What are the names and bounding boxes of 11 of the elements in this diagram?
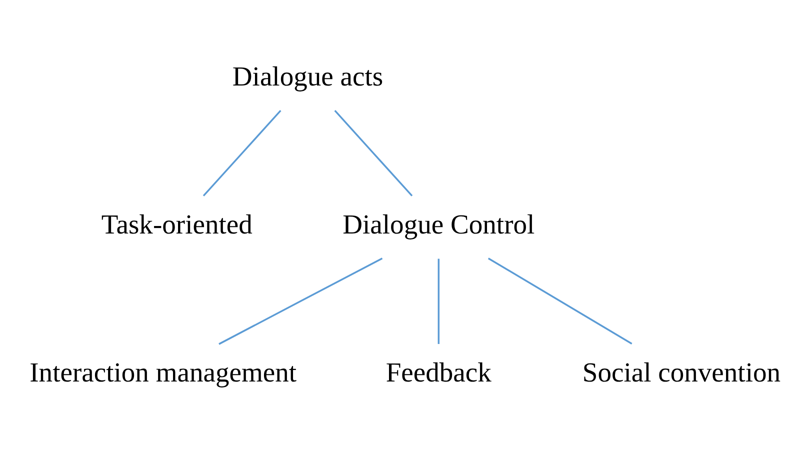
node-text: Social convention bbox=[582, 356, 781, 388]
connector bbox=[438, 258, 440, 344]
connector bbox=[488, 257, 632, 344]
connector bbox=[218, 257, 383, 344]
node-text: Interaction management bbox=[30, 356, 297, 388]
node-text: Feedback bbox=[386, 356, 492, 388]
node-text: Dialogue acts bbox=[232, 60, 384, 91]
connector bbox=[202, 110, 282, 196]
node-text: Dialogue Control bbox=[342, 208, 535, 240]
connector bbox=[334, 110, 413, 196]
node-text: Task-oriented bbox=[101, 208, 252, 240]
